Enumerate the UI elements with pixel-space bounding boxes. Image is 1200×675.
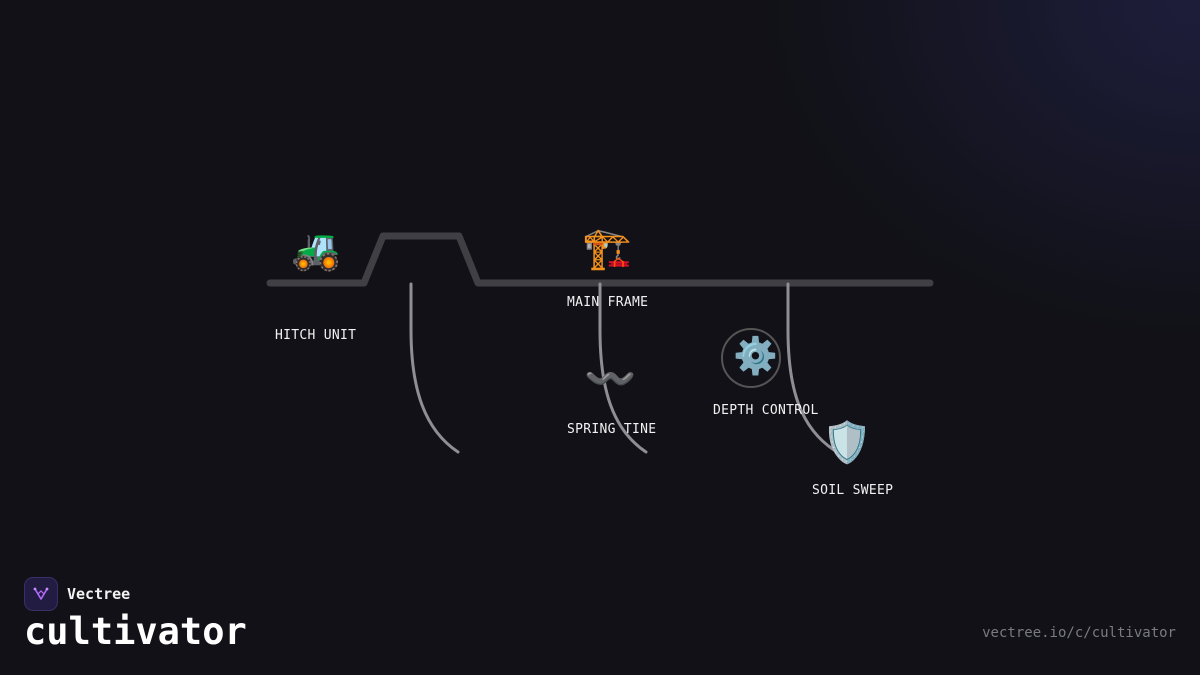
brand-block: Vectree: [24, 577, 130, 611]
gear-icon: ⚙️: [733, 336, 778, 377]
tractor-icon: 🚜: [291, 227, 341, 273]
crane-icon: 🏗️: [582, 226, 632, 272]
brand-name: Vectree: [67, 585, 131, 603]
node-label-main-frame: MAIN FRAME: [567, 295, 649, 310]
tine-line-3: [786, 282, 836, 452]
page-title: cultivator: [24, 610, 247, 653]
wave-icon: 〰️: [584, 354, 637, 403]
vectree-logo-icon: [24, 577, 58, 611]
node-label-depth-control: DEPTH CONTROL: [713, 403, 819, 418]
page-url[interactable]: vectree.io/c/cultivator: [982, 625, 1176, 641]
node-label-hitch-unit: HITCH UNIT: [275, 328, 357, 343]
tine-line-2: [598, 282, 648, 454]
node-label-soil-sweep: SOIL SWEEP: [812, 483, 894, 498]
depth-control-node: [721, 328, 781, 388]
node-label-spring-tine: SPRING TINE: [567, 422, 657, 437]
tine-line-1: [409, 282, 460, 454]
shield-icon: 🛡️: [822, 420, 872, 466]
main-frame-beam: [266, 232, 934, 287]
